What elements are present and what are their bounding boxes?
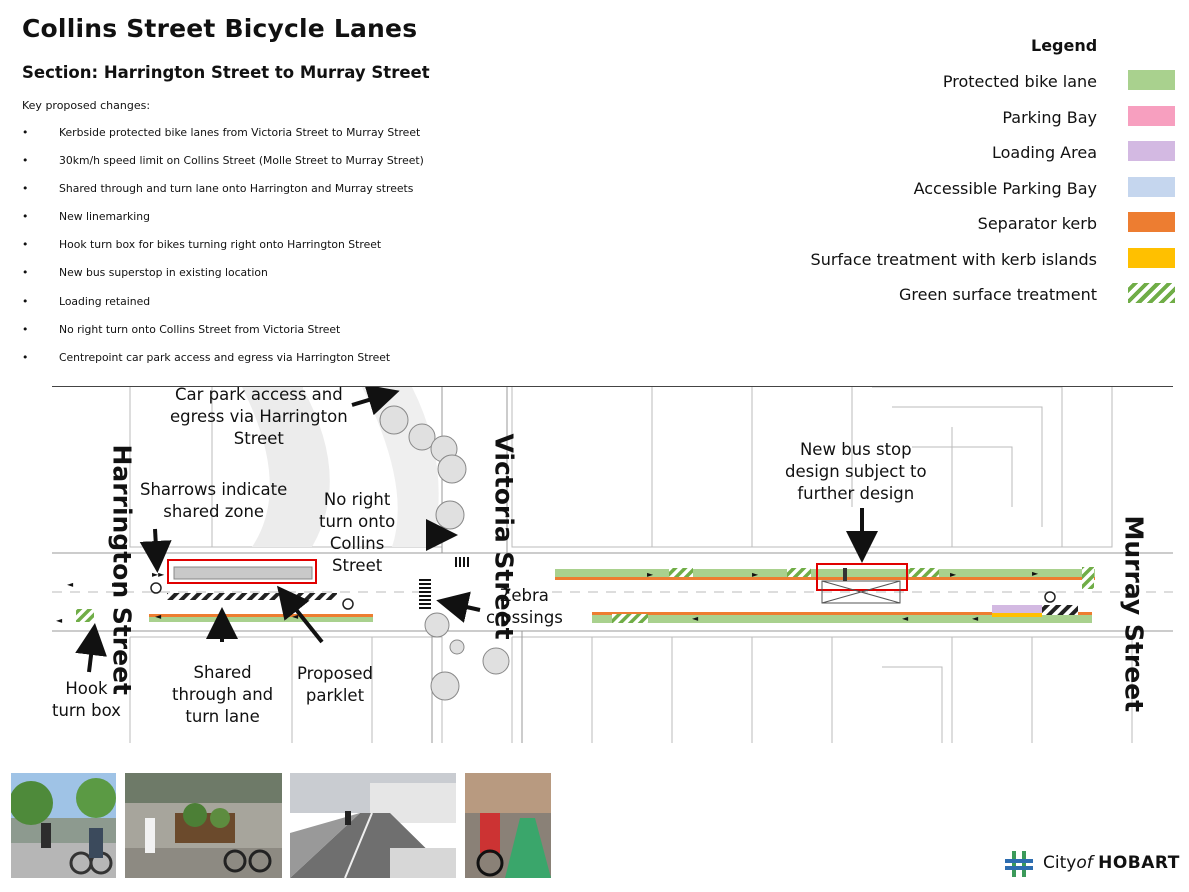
key-changes-list: Kerbside protected bike lanes from Victo…: [22, 126, 424, 379]
legend-label: Parking Bay: [1002, 107, 1097, 127]
annotation-bus-stop: New bus stop design subject to further d…: [785, 439, 927, 505]
legend-item-green-surface-treatment: Green surface treatment: [760, 280, 1175, 316]
section-subtitle: Section: Harrington Street to Murray Str…: [22, 63, 430, 82]
list-item: 30km/h speed limit on Collins Street (Mo…: [22, 154, 424, 182]
photo-cyclists-street: [11, 773, 116, 878]
city-of-hobart-logo: Cityof HOBART: [1005, 851, 1180, 879]
legend-swatch: [1128, 212, 1175, 232]
annotation-line: Street: [233, 429, 284, 448]
annotation-shared-lane: Shared through and turn lane: [172, 662, 273, 728]
logo-of: of: [1076, 853, 1093, 873]
photo-parklet: [125, 773, 282, 878]
legend-swatch: [1128, 283, 1175, 303]
annotation-line: crossings: [486, 608, 563, 627]
svg-text:►: ►: [112, 580, 119, 589]
annotation-line: turn lane: [185, 707, 260, 726]
annotation-line: Collins: [329, 534, 385, 553]
annotation-line: parklet: [305, 686, 365, 705]
svg-text:►►: ►►: [152, 570, 165, 579]
photo-image: [465, 773, 551, 878]
annotation-line: shared zone: [163, 502, 265, 521]
legend-item-parking-bay: Parking Bay: [760, 103, 1175, 139]
legend: Protected bike lane Parking Bay Loading …: [760, 67, 1175, 316]
photo-green-lane: [465, 773, 551, 878]
annotation-car-park: Car park access and egress via Harringto…: [170, 386, 348, 450]
list-item: No right turn onto Collins Street from V…: [22, 323, 424, 351]
photo-image: [11, 773, 116, 878]
street-plan-map: ◄► ►►► ►► ►◄ ◄◄ ◄◄ ◄ Harrington Street V…: [52, 386, 1173, 743]
legend-label: Protected bike lane: [942, 72, 1097, 91]
svg-text:◄: ◄: [902, 614, 909, 623]
legend-item-surface-treatment: Surface treatment with kerb islands: [760, 245, 1175, 281]
legend-item-separator-kerb: Separator kerb: [760, 209, 1175, 245]
annotation-line: No right: [323, 490, 391, 509]
annotation-line: turn box: [52, 701, 121, 720]
list-item: Hook turn box for bikes turning right on…: [22, 238, 424, 266]
legend-swatch: [1128, 70, 1175, 90]
logo-name: HOBART: [1098, 853, 1180, 873]
legend-title: Legend: [1031, 36, 1098, 55]
annotation-line: through and: [172, 685, 274, 704]
svg-text:◄: ◄: [56, 616, 63, 625]
annotation-line: further design: [797, 484, 915, 503]
svg-text:►: ►: [647, 570, 654, 579]
annotation-line: Shared: [193, 663, 252, 682]
list-item: New linemarking: [22, 210, 424, 238]
logo-text: Cityof HOBART: [1043, 853, 1180, 873]
street-label-harrington: Harrington Street: [108, 445, 137, 696]
svg-text:►: ►: [1032, 569, 1039, 578]
photo-image: [125, 773, 282, 878]
legend-label: Green surface treatment: [898, 285, 1097, 304]
map-drawing: ◄► ►►► ►► ►◄ ◄◄ ◄◄ ◄: [52, 387, 1173, 743]
legend-label: Loading Area: [991, 143, 1097, 162]
street-label-murray: Murray Street: [1120, 516, 1149, 713]
key-changes-label: Key proposed changes:: [22, 99, 151, 112]
annotation-zebra: Zebra crossings: [486, 585, 563, 629]
list-item: Centrepoint car park access and egress v…: [22, 351, 424, 379]
annotation-line: Sharrows indicate: [140, 480, 288, 499]
svg-text:◄: ◄: [67, 580, 74, 589]
annotation-line: Proposed: [297, 664, 373, 683]
annotation-hook-turn: Hook turn box: [52, 678, 121, 722]
hobart-logo-icon: [1005, 851, 1033, 877]
annotation-line: design subject to: [785, 462, 927, 481]
legend-swatch: [1128, 176, 1175, 197]
page-title: Collins Street Bicycle Lanes: [22, 14, 418, 43]
annotation-line: Street: [332, 556, 383, 575]
annotation-line: Car park access and: [174, 386, 343, 404]
annotation-line: Hook: [65, 679, 108, 698]
legend-item-accessible-parking-bay: Accessible Parking Bay: [760, 174, 1175, 210]
svg-text:►: ►: [950, 570, 957, 579]
svg-text:◄: ◄: [155, 612, 162, 621]
legend-swatch: [1128, 141, 1175, 161]
svg-text:►: ►: [752, 570, 759, 579]
logo-city: City: [1043, 853, 1077, 873]
annotation-line: New bus stop: [799, 440, 912, 459]
annotation-line: egress via Harrington: [170, 407, 348, 426]
annotation-no-right-turn: No right turn onto Collins Street: [319, 489, 395, 577]
svg-text:◄: ◄: [692, 614, 699, 623]
legend-swatch: [1128, 105, 1175, 126]
list-item: New bus superstop in existing location: [22, 266, 424, 294]
legend-item-protected-bike-lane: Protected bike lane: [760, 67, 1175, 103]
legend-swatch: [1128, 247, 1175, 268]
list-item: Loading retained: [22, 295, 424, 323]
svg-text:◄: ◄: [972, 614, 979, 623]
list-item: Kerbside protected bike lanes from Victo…: [22, 126, 424, 154]
legend-label: Separator kerb: [977, 214, 1097, 233]
legend-label: Surface treatment with kerb islands: [810, 249, 1097, 269]
list-item: Shared through and turn lane onto Harrin…: [22, 182, 424, 210]
photo-bike-lane: [290, 773, 456, 878]
street-name-text: Harrington Street: [107, 444, 137, 696]
annotation-parklet: Proposed parklet: [297, 663, 373, 707]
legend-label: Accessible Parking Bay: [913, 178, 1097, 198]
annotation-line: Zebra: [500, 586, 549, 605]
annotation-sharrows: Sharrows indicate shared zone: [140, 479, 287, 523]
street-label-victoria: Victoria Street: [490, 434, 519, 640]
legend-item-loading-area: Loading Area: [760, 138, 1175, 174]
photo-image: [290, 773, 456, 878]
annotation-line: turn onto: [319, 512, 396, 531]
street-name-text: Murray Street: [1119, 515, 1149, 713]
